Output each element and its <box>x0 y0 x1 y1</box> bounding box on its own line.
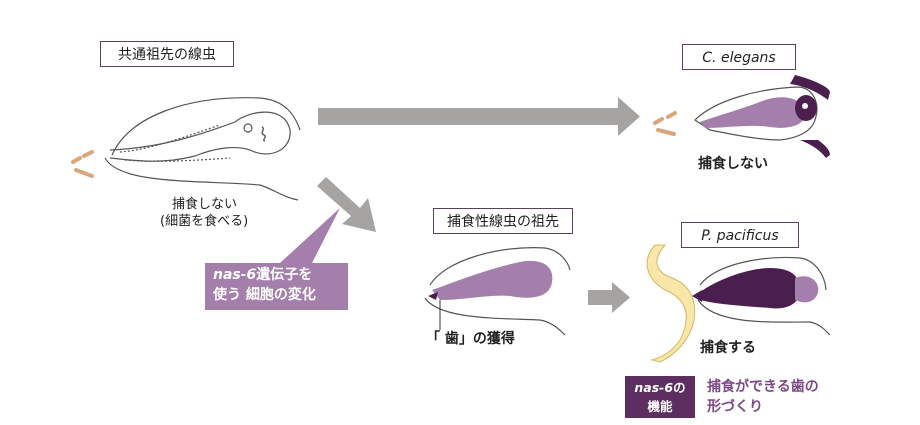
function-description: 捕食ができる歯の 形づくり <box>707 377 819 417</box>
predator-ancestor-worm-head <box>424 247 571 336</box>
arrow-to-celegans <box>318 97 640 136</box>
celegans-caption: 捕食しない <box>698 156 768 172</box>
function-desc-line2: 形づくり <box>707 399 763 415</box>
ancestor-caption-line1: 捕食しない <box>172 197 238 212</box>
gene-callout-bg <box>205 208 348 310</box>
ppacificus-label: P. pacificus <box>681 222 799 248</box>
gene-callout-line2: 使う 細胞の変化 <box>213 287 316 303</box>
arrow-to-ppacificus <box>588 282 630 313</box>
ancestor-caption-line2: (細菌を食べる) <box>160 214 249 229</box>
gene-callout-line1-rest: 遺伝子を <box>256 267 313 283</box>
predator-ancestor-label: 捕食性線虫の祖先 <box>433 208 573 234</box>
function-gene: nas-6 <box>634 380 674 395</box>
celegans-label: C. elegans <box>682 44 796 70</box>
function-box: nas-6の 機能 <box>625 376 695 418</box>
arrow-to-predator-ancestor <box>317 177 376 232</box>
ancestor-label: 共通祖先の線虫 <box>100 41 234 67</box>
gene-name: nas-6 <box>213 267 257 283</box>
ppacificus-worm-head <box>646 244 831 363</box>
function-line2: 機能 <box>647 399 673 414</box>
ppacificus-caption: 捕食する <box>700 340 756 356</box>
function-desc-line1: 捕食ができる歯の <box>707 379 819 395</box>
function-suffix: の <box>673 380 686 395</box>
gene-callout-text: nas-6遺伝子を 使う 細胞の変化 <box>213 265 316 305</box>
bacteria-icon <box>71 150 94 178</box>
tooth-caption: 「 歯」の獲得 <box>426 331 515 347</box>
ancestor-worm-head <box>104 97 301 201</box>
celegans-worm-head <box>694 75 830 158</box>
bacteria-icon-2 <box>653 111 677 136</box>
